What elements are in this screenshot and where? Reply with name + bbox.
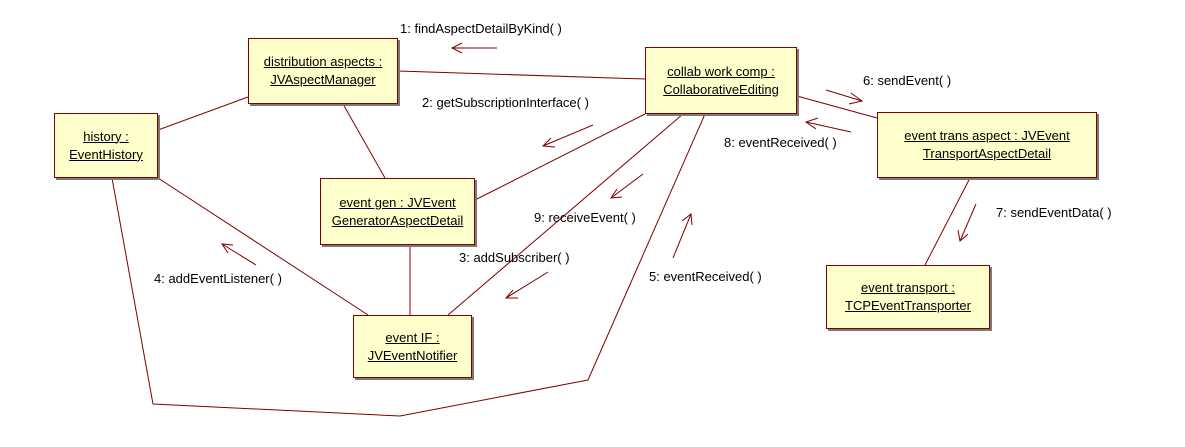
arrow-5: [672, 213, 693, 259]
message-label-1: 1: findAspectDetailByKind( ): [400, 21, 562, 36]
message-label-7: 7: sendEventData( ): [996, 205, 1112, 220]
object-name-line1: collab work comp :: [667, 63, 775, 79]
link-collab-eventif: [447, 113, 684, 316]
object-name-line2: CollaborativeEditing: [663, 81, 779, 97]
link-distribution-history: [157, 96, 249, 131]
object-name-line1: event IF :: [385, 329, 440, 345]
arrow-6: [825, 89, 864, 105]
message-label-8: 8: eventReceived( ): [724, 135, 837, 150]
link-eventtrans-transporter: [924, 177, 971, 266]
object-name-line2: EventHistory: [69, 146, 143, 162]
object-name-line1: distribution aspects :: [263, 54, 383, 69]
arrow-3: [504, 271, 549, 299]
object-event-transport[interactable]: event transport : TCPEventTransporter: [826, 265, 990, 329]
object-name-line1: event trans aspect : JVEvent: [904, 128, 1070, 143]
message-label-3: 3: addSubscriber( ): [459, 250, 570, 265]
object-event-gen[interactable]: event gen : JVEvent GeneratorAspectDetai…: [320, 178, 475, 245]
arrow-1: [450, 42, 497, 54]
object-name-line2: JVEventNotifier: [367, 347, 458, 363]
object-distribution-aspects[interactable]: distribution aspects : JVAspectManager: [248, 38, 398, 104]
object-name-line1: history :: [83, 128, 129, 144]
message-label-5: 5: eventReceived( ): [649, 269, 762, 284]
object-event-trans-aspect[interactable]: event trans aspect : JVEvent TransportAs…: [877, 112, 1097, 178]
arrow-4: [221, 243, 257, 266]
object-name-line1: event transport :: [861, 280, 955, 295]
object-name-line2: TransportAspectDetail: [922, 146, 1052, 161]
object-name-line2: JVAspectManager: [270, 72, 376, 87]
message-label-2: 2: getSubscriptionInterface( ): [422, 95, 589, 110]
link-distribution-eventgen: [342, 103, 386, 179]
link-history-eventif: [157, 177, 369, 316]
object-event-if[interactable]: event IF : JVEventNotifier: [353, 315, 472, 378]
message-label-4: 4: addEventListener( ): [154, 271, 282, 286]
arrow-2: [541, 124, 594, 148]
object-name-line2: TCPEventTransporter: [845, 298, 971, 313]
message-label-6: 6: sendEvent( ): [863, 73, 952, 88]
link-collab-eventtrans: [796, 95, 878, 119]
object-collab-work-comp[interactable]: collab work comp : CollaborativeEditing: [645, 47, 797, 114]
arrow-7: [957, 203, 977, 242]
link-distribution-collab: [397, 70, 646, 80]
link-history-collab: [111, 113, 706, 417]
object-name-line1: event gen : JVEvent: [339, 194, 456, 210]
object-name-line2: GeneratorAspectDetail: [331, 212, 464, 228]
arrow-9: [610, 173, 644, 199]
message-label-9: 9: receiveEvent( ): [534, 210, 636, 225]
arrow-8: [804, 117, 852, 133]
object-history[interactable]: history : EventHistory: [54, 113, 158, 178]
link-collab-eventgen: [474, 113, 646, 201]
